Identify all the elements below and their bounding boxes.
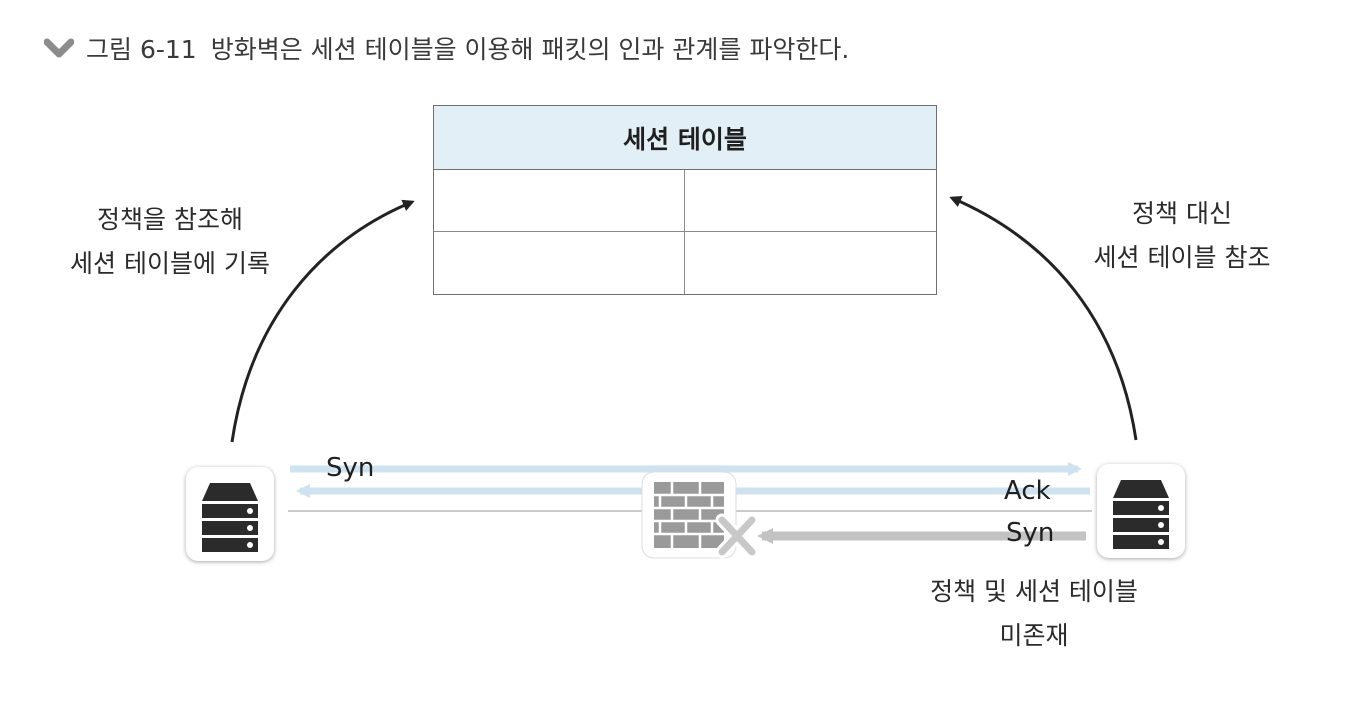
firewall-icon <box>641 471 737 559</box>
bottom-annotation-line2: 미존재 <box>999 621 1069 650</box>
caption-highlight: 패킷의 인과 관계를 파 <box>537 30 779 66</box>
session-table-title: 세션 테이블 <box>434 106 936 170</box>
right-annotation-line1: 정책 대신 <box>1132 199 1232 228</box>
table-cell <box>434 232 685 294</box>
server-icon <box>202 483 258 552</box>
table-cell <box>685 170 936 232</box>
left-annotation-line2: 세션 테이블에 기록 <box>70 249 270 278</box>
bottom-annotation-line1: 정책 및 세션 테이블 <box>930 577 1138 606</box>
lookup-curve-arrow <box>949 196 1138 441</box>
right-annotation: 정책 대신 세션 테이블 참조 <box>1042 192 1322 280</box>
syn-label-top: Syn <box>326 453 375 483</box>
left-annotation-line1: 정책을 참조해 <box>97 205 243 234</box>
figure-caption: 그림 6-11 방화벽은 세션 테이블을 이용해 패킷의 인과 관계를 파 악한… <box>44 28 849 68</box>
figure-number: 그림 6-11 <box>86 35 197 64</box>
session-table: 세션 테이블 <box>433 105 937 295</box>
caption-text-end: 악한다. <box>772 35 850 64</box>
server-device <box>1097 464 1185 558</box>
client-device <box>186 467 274 561</box>
bottom-annotation: 정책 및 세션 테이블 미존재 <box>884 570 1184 658</box>
syn-label-bottom: Syn <box>1006 518 1055 548</box>
right-annotation-line2: 세션 테이블 참조 <box>1093 243 1271 272</box>
chevron-down-icon <box>44 38 74 58</box>
record-curve-arrow <box>230 199 415 443</box>
caption-text: 방화벽은 세션 테이블을 이용해 <box>210 35 542 64</box>
table-cell <box>434 170 685 232</box>
left-annotation: 정책을 참조해 세션 테이블에 기록 <box>30 198 310 286</box>
ack-label: Ack <box>1004 476 1051 506</box>
server-icon <box>1113 480 1169 549</box>
blocked-x-icon <box>715 513 759 559</box>
